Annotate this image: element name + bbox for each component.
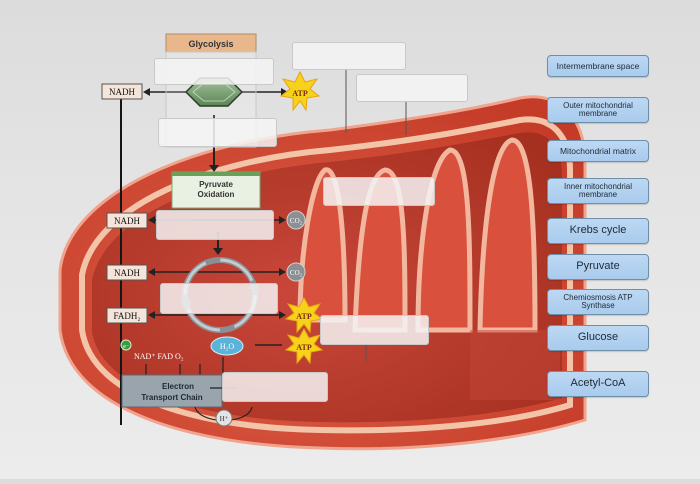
- nadh-label-top: NADH: [102, 84, 142, 99]
- etc-label-1: Electron: [162, 382, 194, 391]
- electron-dot-1: e⁻: [121, 340, 131, 350]
- chip-mitochondrial-matrix[interactable]: Mitochondrial matrix: [547, 140, 649, 162]
- drop-target-cristae[interactable]: [323, 177, 435, 206]
- chip-glucose[interactable]: Glucose: [547, 325, 649, 351]
- etc-label-2: Transport Chain: [141, 393, 202, 402]
- pyruvate-oxidation-label-2: Oxidation: [198, 190, 235, 199]
- svg-text:CO₂: CO₂: [290, 269, 303, 277]
- svg-text:NADH: NADH: [114, 216, 140, 226]
- glycolysis-label: Glycolysis: [188, 39, 233, 49]
- nadh-label-mid: NADH: [107, 213, 147, 228]
- svg-text:H⁺: H⁺: [220, 415, 229, 423]
- drop-target-glycolysis-bottom[interactable]: [158, 118, 277, 147]
- drop-target-outer-top[interactable]: [292, 42, 406, 70]
- drop-target-atp-synthase[interactable]: [320, 315, 429, 345]
- co2-bubble-2: CO₂: [287, 263, 305, 281]
- svg-text:NADH: NADH: [114, 268, 140, 278]
- chip-pyruvate[interactable]: Pyruvate: [547, 254, 649, 280]
- svg-text:ATP: ATP: [296, 312, 312, 321]
- chip-chemiosmosis-atp-synthase[interactable]: Chemiosmosis ATP Synthase: [547, 289, 649, 315]
- atp-star-top: ATP: [281, 72, 319, 110]
- chip-krebs-cycle[interactable]: Krebs cycle: [547, 218, 649, 244]
- svg-text:ATP: ATP: [292, 89, 308, 98]
- h2o-bubble: H₂O: [211, 337, 243, 355]
- co2-bubble-1: CO₂: [287, 211, 305, 229]
- svg-text:NADH: NADH: [109, 87, 135, 97]
- pyruvate-oxidation-topbar: [172, 172, 260, 176]
- drop-target-outer-membrane[interactable]: [356, 74, 468, 102]
- drop-target-etc[interactable]: [222, 372, 328, 402]
- etc-box: [122, 375, 222, 407]
- fadh2-label: FADH₂: [107, 308, 147, 323]
- drop-target-glycolysis-top[interactable]: [154, 58, 274, 85]
- chip-intermembrane-space[interactable]: Intermembrane space: [547, 55, 649, 77]
- h-plus-bubble: H⁺: [216, 410, 232, 426]
- nadh-label-lower: NADH: [107, 265, 147, 280]
- chip-acetyl-coa[interactable]: Acetyl-CoA: [547, 371, 649, 397]
- svg-text:CO₂: CO₂: [290, 217, 303, 225]
- svg-text:FADH₂: FADH₂: [114, 311, 141, 321]
- arrow-head: [143, 88, 150, 96]
- svg-text:e⁻: e⁻: [123, 344, 129, 350]
- drop-target-krebs[interactable]: [160, 283, 278, 314]
- drop-target-pyruvate-oxidation[interactable]: [156, 210, 274, 240]
- pyruvate-oxidation-label-1: Pyruvate: [199, 180, 233, 189]
- svg-text:H₂O: H₂O: [220, 342, 235, 351]
- nad-fad-o2-label: NAD⁺ FAD O₂: [134, 352, 184, 361]
- chip-outer-mitochondrial-membrane[interactable]: Outer mitochondrial membrane: [547, 97, 649, 123]
- chip-inner-mitochondrial-membrane[interactable]: Inner mitochondrial membrane: [547, 178, 649, 204]
- svg-text:ATP: ATP: [296, 343, 312, 352]
